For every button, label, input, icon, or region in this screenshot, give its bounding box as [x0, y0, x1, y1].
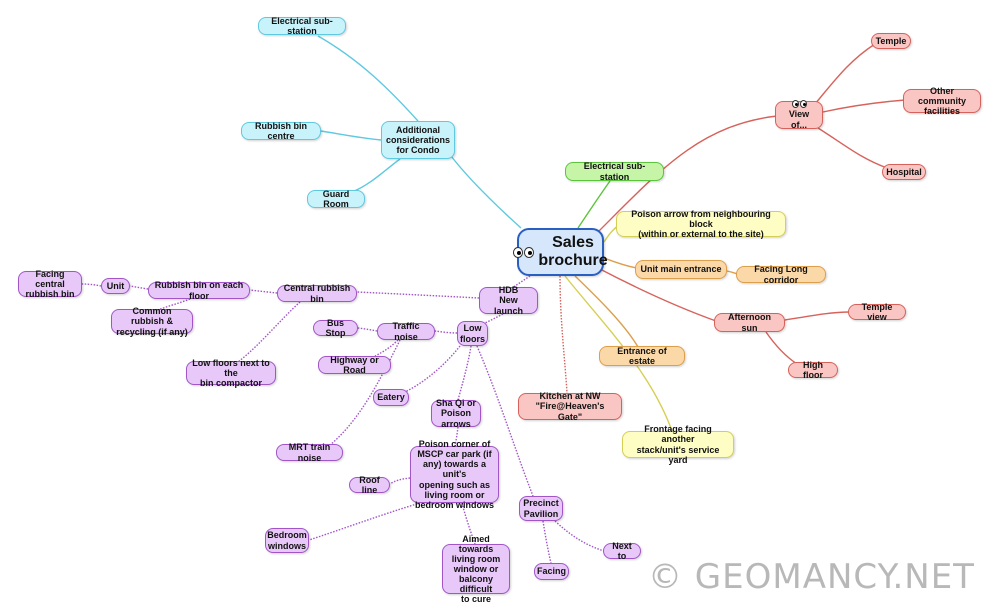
node-bedroom-windows: Bedroom windows: [265, 528, 309, 553]
node-guard-room: Guard Room: [307, 189, 365, 209]
connector-line: [822, 99, 906, 113]
node-frontage-facing-service-yard: Frontage facing another stack/unit's ser…: [622, 424, 734, 465]
central-topic-label: Sales brochure: [538, 233, 608, 269]
node-central-rubbish-bin: Central rubbish bin: [277, 283, 357, 304]
node-rubbish-bin-each-floor: Rubbish bin on each floor: [148, 280, 250, 301]
node-poison-arrow-neighbouring-block: Poison arrow from neighbouring block (wi…: [616, 209, 786, 239]
connector-line: [577, 180, 611, 229]
connector-line: [559, 275, 568, 394]
node-poison-corner-mscp: Poison corner of MSCP car park (if any) …: [410, 439, 499, 510]
connector-line: [129, 285, 149, 290]
connector-line: [374, 339, 399, 357]
connector-line: [351, 158, 401, 193]
node-highway-or-road: Highway or Road: [318, 355, 391, 375]
connector-line: [317, 35, 419, 122]
node-kitchen-at-nw: Kitchen at NW "Fire@Heaven's Gate": [518, 391, 622, 422]
connector-line: [357, 327, 378, 332]
node-rubbish-bin-centre: Rubbish bin centre: [241, 121, 321, 141]
node-view-of: View of...: [775, 100, 823, 130]
eyes-icon: [791, 100, 807, 109]
node-sha-qi-poison-arrows: Sha Qi or Poison arrows: [431, 398, 481, 429]
node-entrance-of-estate: Entrance of estate: [599, 346, 685, 366]
connector-line: [479, 313, 504, 326]
connector-line: [356, 291, 480, 299]
node-high-floor: High floor: [788, 360, 838, 380]
connector-line: [817, 127, 888, 169]
connector-line: [784, 311, 851, 321]
node-facing-long-corridor: Facing Long corridor: [736, 264, 826, 285]
node-facing: Facing: [534, 563, 569, 580]
node-aimed-towards-living-room: Aimed towards living room window or balc…: [442, 534, 510, 604]
watermark: © GEOMANCY.NET: [648, 557, 975, 597]
node-facing-central-rubbish-bin: Facing central rubbish bin: [18, 269, 82, 299]
node-low-floors: Low floors: [457, 321, 488, 346]
connector-line: [461, 502, 476, 545]
node-hdb-new-launch: HDB New launch: [479, 285, 538, 316]
node-other-community-facilities: Other community facilities: [903, 86, 981, 116]
connector-line: [597, 267, 717, 322]
connector-line: [404, 345, 461, 393]
connector-line: [554, 520, 605, 552]
connector-line: [237, 301, 301, 363]
node-mrt-train-noise: MRT train noise: [276, 442, 343, 463]
node-precinct-pavilion: Precinct Pavilion: [519, 496, 563, 521]
node-electrical-substation-condo: Electrical sub-station: [258, 16, 346, 36]
node-unit-main-entrance: Unit main entrance: [635, 260, 727, 279]
node-view-of-label: View of...: [788, 109, 810, 130]
connector-line: [603, 257, 638, 269]
node-temple-view: Temple view: [848, 302, 906, 322]
node-roof-line: Roof line: [349, 475, 390, 495]
node-electrical-substation: Electrical sub-station: [565, 161, 664, 182]
node-additional-considerations: Additional considerations for Condo: [381, 121, 455, 159]
connector-line: [329, 339, 401, 446]
connector-line: [389, 477, 411, 485]
connector-line: [81, 283, 102, 287]
node-afternoon-sun: Afternoon sun: [714, 312, 785, 333]
node-temple: Temple: [871, 33, 911, 49]
node-next-to: Next to: [603, 541, 641, 561]
connector-line: [434, 330, 458, 334]
node-low-floors-bin-compactor: Low floors next to the bin compactor: [186, 358, 276, 388]
connector-line: [765, 331, 798, 365]
connector-line: [542, 520, 552, 564]
node-bus-stop: Bus Stop: [313, 318, 358, 338]
connector-line: [249, 289, 278, 294]
node-eatery: Eatery: [373, 389, 409, 406]
connector-line: [308, 502, 421, 541]
node-traffic-noise: Traffic noise: [377, 321, 435, 342]
connector-line: [457, 345, 472, 401]
connector-line: [574, 275, 639, 348]
node-common-rubbish-recycling: Common rubbish & recycling (if any): [111, 306, 193, 337]
node-hospital: Hospital: [882, 164, 926, 180]
connector-line: [597, 115, 778, 233]
connector-line: [447, 151, 522, 229]
connector-line: [814, 43, 876, 105]
central-topic: Sales brochure: [513, 228, 608, 276]
connector-line: [320, 130, 382, 141]
node-unit: Unit: [101, 278, 130, 294]
eyes-icon: [513, 246, 535, 258]
